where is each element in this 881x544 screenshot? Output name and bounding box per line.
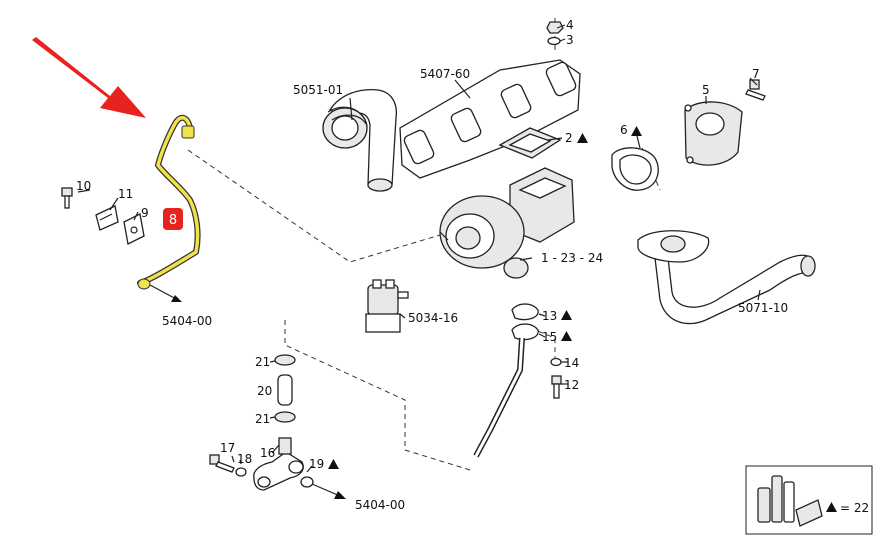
ref-label-5034-16: 5034-16 <box>408 311 458 325</box>
part-8-badge[interactable]: 8 <box>163 208 183 230</box>
part-label-15: 15 <box>542 330 557 344</box>
clip-9[interactable] <box>123 213 145 245</box>
ref-label-5071-10: 5071-10 <box>738 301 788 315</box>
part-label-12: 12 <box>564 378 579 392</box>
legend-triangle <box>826 502 837 512</box>
part-label-1-23-24: 1 - 23 - 24 <box>541 251 603 265</box>
intake-hose[interactable] <box>322 88 398 192</box>
part-label-21-top: 21 <box>255 355 270 369</box>
ref-arrow-5404-bottom <box>311 483 346 499</box>
gasket-6[interactable] <box>611 147 659 191</box>
ref-label-5407-60: 5407-60 <box>420 67 470 81</box>
exhaust-pipe[interactable] <box>637 230 816 325</box>
ref-label-5404-00-bottom: 5404-00 <box>355 498 405 512</box>
washer-14[interactable] <box>550 357 562 367</box>
gasket-2[interactable] <box>498 127 562 159</box>
ref-arrow-5404-top <box>149 284 182 302</box>
triangle-markers <box>328 126 642 469</box>
reference-lines <box>187 18 661 471</box>
exhaust-manifold[interactable] <box>399 59 581 179</box>
wastegate-valve[interactable] <box>365 279 409 333</box>
reference-labels: 5051-01 5407-60 5071-10 5034-16 5404-00 … <box>162 67 788 512</box>
oil-return-pipe[interactable] <box>473 303 539 458</box>
ref-label-5051-01: 5051-01 <box>293 83 343 97</box>
part-label-21-bottom: 21 <box>255 412 270 426</box>
washer-18[interactable] <box>235 467 247 477</box>
part-label-9: 9 <box>141 206 149 220</box>
part-label-14: 14 <box>564 356 579 370</box>
part-label-10: 10 <box>76 179 91 193</box>
part-label-16: 16 <box>260 446 275 460</box>
turbocharger[interactable] <box>439 167 575 279</box>
red-pointer-arrow <box>32 37 146 118</box>
part-labels: 4 3 7 5 6 2 10 11 9 1 - 23 - 24 13 15 14… <box>76 18 760 471</box>
leader-lines <box>77 24 761 473</box>
legend-equals: = 22 <box>840 501 869 515</box>
bolt-12[interactable] <box>551 375 562 399</box>
part-label-8: 8 <box>169 213 177 228</box>
ref-label-5404-00-top: 5404-00 <box>162 314 212 328</box>
highlighted-pipe[interactable] <box>137 114 201 290</box>
part-label-4: 4 <box>566 18 574 32</box>
legend-box: = 22 <box>745 465 873 535</box>
part-label-5: 5 <box>702 83 710 97</box>
bracket-11[interactable] <box>95 205 119 231</box>
part-label-11: 11 <box>118 187 133 201</box>
ring-19[interactable] <box>300 476 314 488</box>
hardware-kit-icon <box>757 475 823 527</box>
part-label-18: 18 <box>237 452 252 466</box>
ring-21-top[interactable] <box>274 354 296 366</box>
part-label-19: 19 <box>309 457 324 471</box>
part-label-7: 7 <box>752 67 760 81</box>
bolt-10[interactable] <box>61 187 73 209</box>
nut-4[interactable] <box>546 21 564 34</box>
ring-21-bottom[interactable] <box>274 411 296 423</box>
bolt-17[interactable] <box>209 454 235 473</box>
part-label-20: 20 <box>257 384 272 398</box>
washer-3[interactable] <box>547 36 561 46</box>
part-label-3: 3 <box>566 33 574 47</box>
outlet-elbow-5[interactable] <box>684 101 743 166</box>
flange-16[interactable] <box>253 437 304 491</box>
part-label-6: 6 <box>620 123 628 137</box>
bolt-7[interactable] <box>745 79 766 101</box>
sleeve-20[interactable] <box>277 374 293 406</box>
part-label-13: 13 <box>542 309 557 323</box>
part-label-2: 2 <box>565 131 573 145</box>
part-label-17: 17 <box>220 441 235 455</box>
